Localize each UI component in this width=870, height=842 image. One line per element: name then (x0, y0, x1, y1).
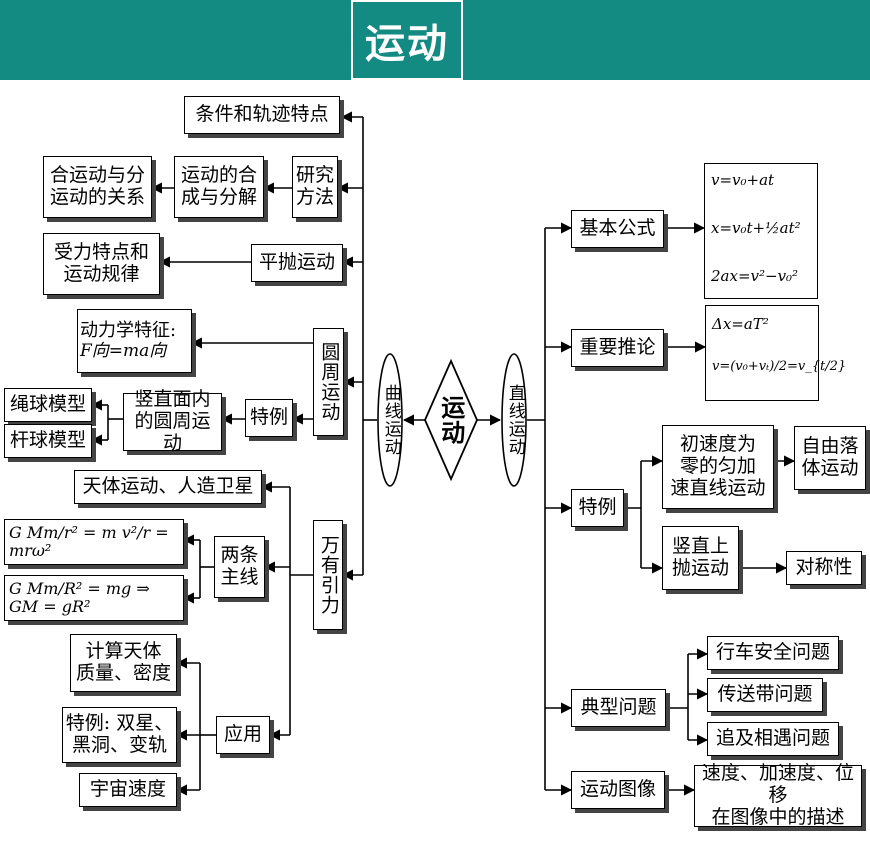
projectile-desc-node: 受力特点和 运动规律 (43, 233, 160, 295)
relation-node: 合运动与分 运动的关系 (43, 156, 152, 218)
basic-formula-1: v=v₀+at (711, 171, 775, 189)
research-method-node: 研究 方法 (292, 156, 338, 218)
vertical-throw-node: 竖直上 抛运动 (662, 526, 739, 590)
basic-formula-box: v=v₀+at x=v₀t+½at² 2ax=v²−v₀² (704, 163, 818, 299)
celestial-node: 天体运动、人造卫星 (74, 470, 262, 504)
inference-box: Δx=aT² v=(v₀+vₜ)/2=v_{t/2} (705, 305, 846, 401)
dynamics-formula: F向=ma向 (80, 340, 167, 361)
pursuit-node: 追及相遇问题 (707, 722, 839, 756)
linear-special-node: 特例 (571, 489, 624, 527)
page-title: 运动 (351, 0, 463, 80)
linear-ellipse (501, 353, 527, 487)
linear-motion-node: 直线运动 (504, 384, 525, 456)
two-lines-node: 两条 主线 (214, 536, 265, 598)
gravitation-node: 万有引力 (313, 520, 343, 630)
curve-motion-node: 曲线运动 (380, 384, 401, 456)
circular-special-node: 特例 (245, 399, 293, 437)
basic-formula-3: 2ax=v²−v₀² (711, 267, 799, 285)
free-fall-condition-node: 初速度为 零的匀加 速直线运动 (662, 425, 774, 509)
mass-density-node: 计算天体 质量、密度 (70, 634, 177, 692)
inference-formula-1: Δx=aT² (712, 315, 769, 333)
projectile-node: 平抛运动 (251, 244, 343, 282)
curve-ellipse (377, 353, 403, 487)
rod-model-node: 杆球模型 (4, 424, 92, 458)
dynamics-node: 动力学特征: F向=ma向 (77, 309, 192, 373)
compose-decompose-node: 运动的合 成与分解 (174, 156, 264, 218)
graph-desc-node: 速度、加速度、位移 在图像中的描述 (694, 762, 862, 828)
conveyor-node: 传送带问题 (707, 678, 823, 712)
rope-model-node: 绳球模型 (4, 388, 92, 422)
traffic-safety-node: 行车安全问题 (707, 636, 839, 670)
basic-formula-node: 基本公式 (571, 210, 664, 248)
conditions-node: 条件和轨迹特点 (184, 96, 340, 134)
basic-formula-2: x=v₀t+½at² (711, 219, 801, 237)
free-fall-node: 自由落 体运动 (794, 426, 866, 490)
application-node: 应用 (216, 716, 270, 754)
center-node-label: 运动 (436, 395, 466, 445)
gravity-formula-1: G Mm/r² = m v²/r = mrω² (4, 519, 184, 565)
inference-formula-2: v=(v₀+vₜ)/2=v_{t/2} (712, 359, 847, 374)
important-inference-node: 重要推论 (571, 329, 664, 367)
center-diamond (424, 358, 478, 482)
typical-problems-node: 典型问题 (571, 689, 666, 727)
circular-node: 圆周运动 (313, 328, 344, 436)
special-cases-node: 特例: 双星、 黑洞、变轨 (62, 707, 177, 763)
dynamics-label: 动力学特征: (80, 319, 177, 341)
cosmic-speed-node: 宇宙速度 (79, 773, 177, 807)
gravity-formula-2: G Mm/R² = mg ⇒ GM = gR² (4, 575, 184, 621)
vertical-circle-node: 竖直面内 的圆周运动 (123, 388, 222, 454)
motion-graph-node: 运动图像 (571, 771, 665, 809)
symmetry-node: 对称性 (786, 551, 862, 585)
